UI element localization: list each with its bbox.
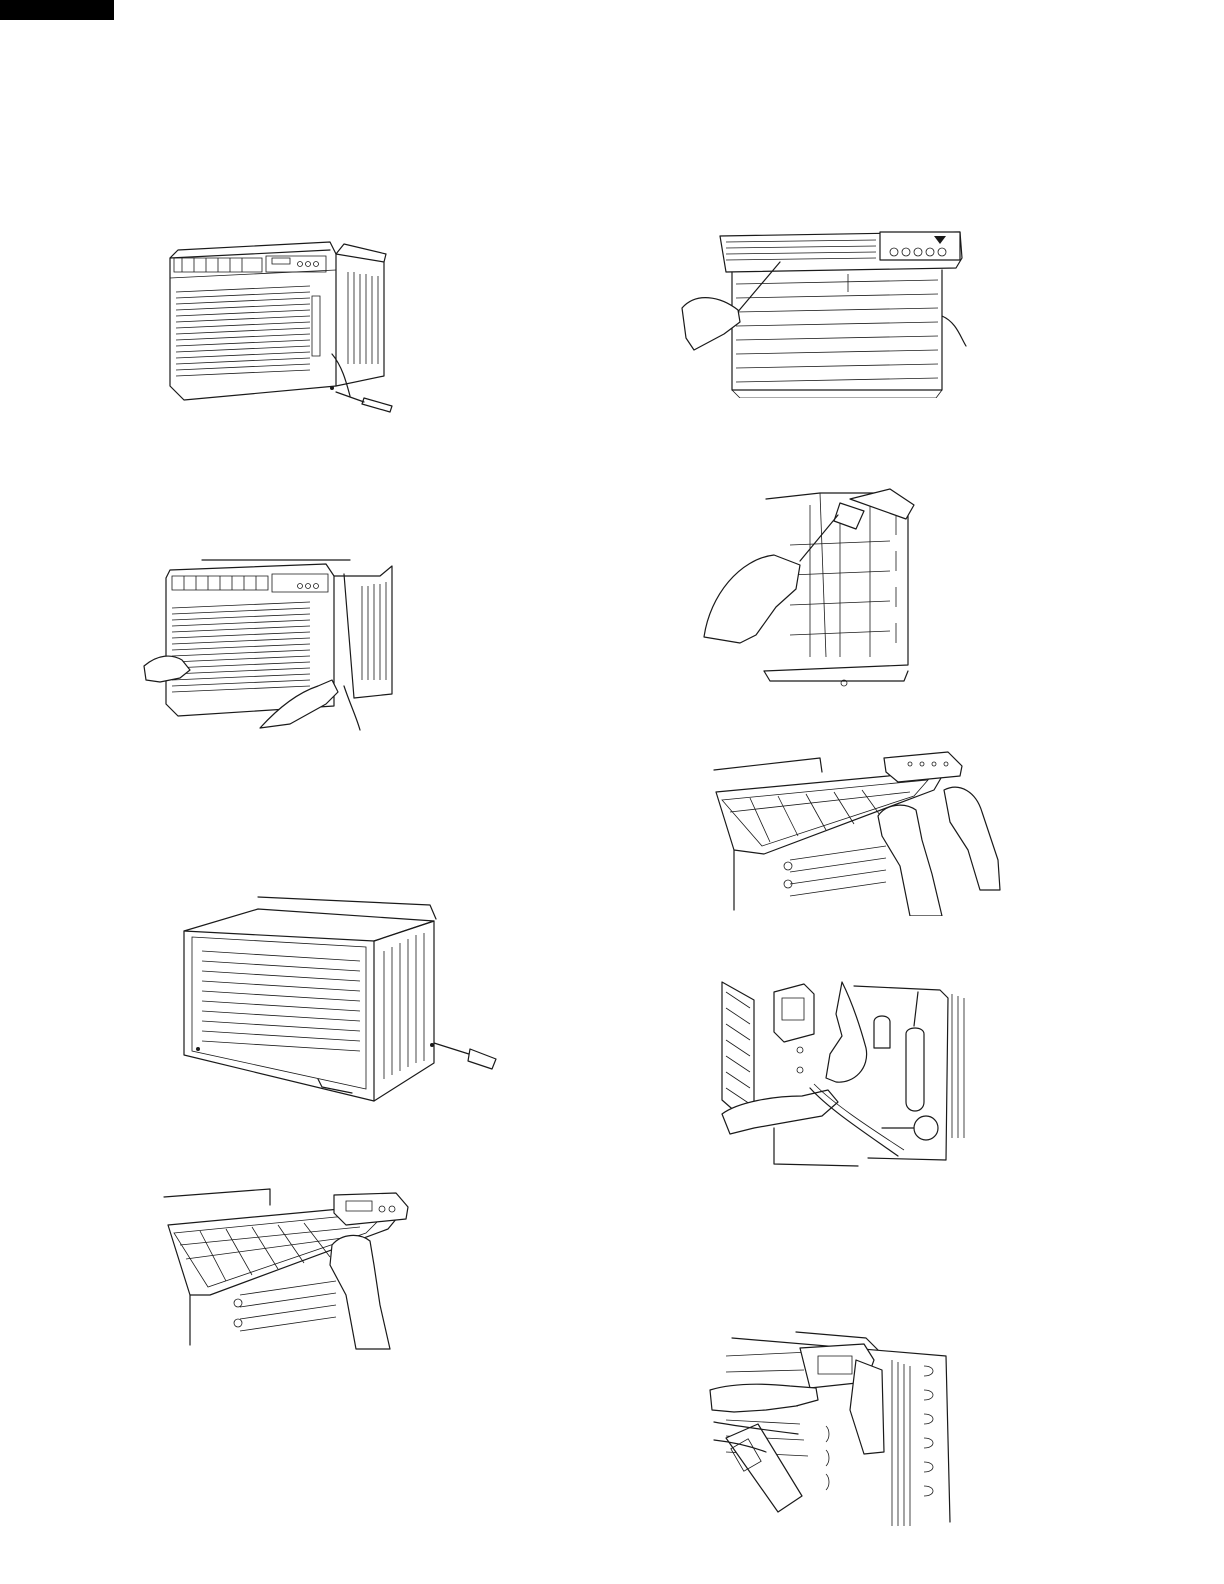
air-conditioner-front-screw-removal-illustration — [160, 236, 400, 414]
grille-lift-illustration — [160, 1185, 412, 1350]
control-box-removal-illustration — [706, 1330, 968, 1530]
control-panel-top-screw-illustration — [680, 226, 968, 398]
page-corner-tab — [0, 0, 114, 20]
wiring-disconnect-illustration — [718, 978, 970, 1170]
air-conditioner-rear-cabinet-screw-illustration — [180, 893, 500, 1105]
air-conditioner-front-panel-removal-illustration — [140, 556, 398, 732]
control-panel-lift-illustration — [710, 750, 1002, 916]
evaporator-side-screw-illustration — [700, 485, 930, 687]
